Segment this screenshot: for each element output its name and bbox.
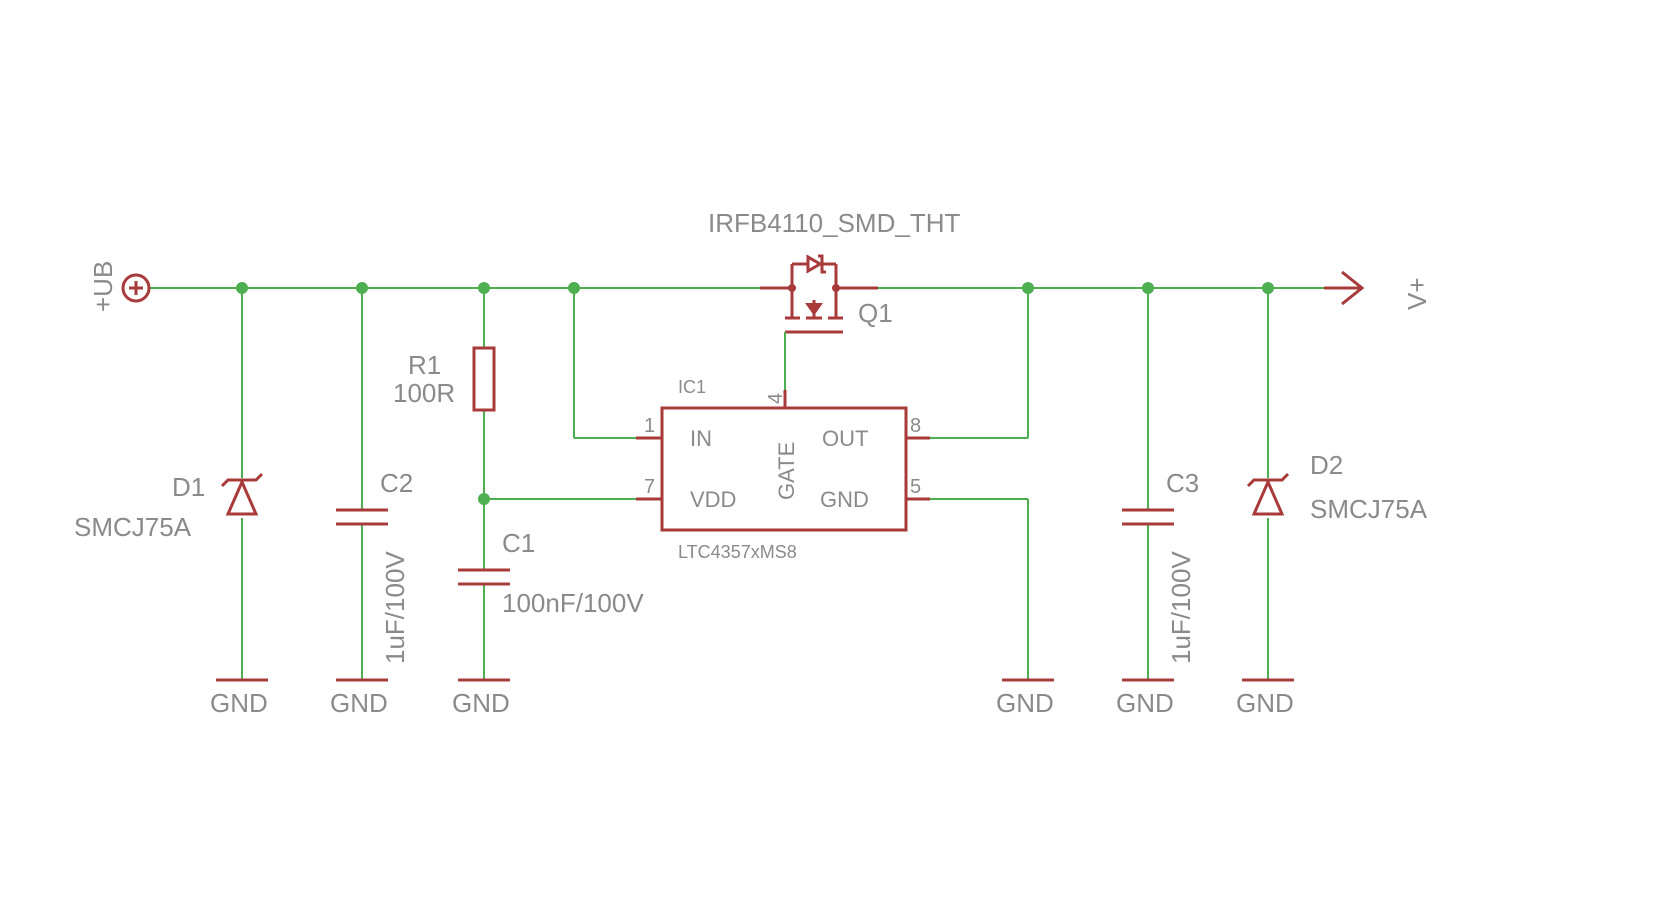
junction-r1 xyxy=(478,282,490,294)
ic1-pin-in-name: IN xyxy=(690,426,712,451)
junction-d2 xyxy=(1262,282,1274,294)
c2-value: 1uF/100V xyxy=(380,551,410,664)
resistor-r1: R1 100R xyxy=(393,346,496,412)
gnd-d1: GND xyxy=(210,678,268,718)
d2-value: SMCJ75A xyxy=(1310,494,1428,524)
junction-c2 xyxy=(356,282,368,294)
junction-out xyxy=(1022,282,1034,294)
ic1-pin-in-num: 1 xyxy=(644,415,655,437)
supply-input-label: +UB xyxy=(88,261,118,312)
supply-input: +UB xyxy=(88,261,151,312)
diode-d1: D1 SMCJ75A xyxy=(74,472,264,542)
c3-value: 1uF/100V xyxy=(1166,551,1196,664)
gnd-c3-label: GND xyxy=(1116,688,1174,718)
supply-output: V+ xyxy=(1324,270,1432,310)
mosfet-q1: IRFB4110_SMD_THT Q1 xyxy=(708,208,960,338)
ic1-pin-out-num: 8 xyxy=(910,415,921,437)
capacitor-c2: C2 1uF/100V xyxy=(336,468,413,664)
capacitor-c1: C1 100nF/100V xyxy=(458,528,644,618)
gnd-c1-label: GND xyxy=(452,688,510,718)
gnd-c2: GND xyxy=(330,678,388,718)
ic1-value: LTC4357xMS8 xyxy=(678,542,797,562)
ic1-pin-out-name: OUT xyxy=(822,426,868,451)
junction-d1 xyxy=(236,282,248,294)
ground-symbols: GND GND GND GND GND GND xyxy=(210,678,1294,718)
c3-ref: C3 xyxy=(1166,468,1199,498)
gnd-ic1-label: GND xyxy=(996,688,1054,718)
ic1-ref: IC1 xyxy=(678,377,706,397)
gnd-d1-label: GND xyxy=(210,688,268,718)
q1-ref: Q1 xyxy=(858,298,893,328)
wires xyxy=(148,287,1362,680)
ic1-pin-vdd-num: 7 xyxy=(644,476,655,498)
ic1-pin-gate-num: 4 xyxy=(765,393,787,404)
d2-ref: D2 xyxy=(1310,450,1343,480)
gnd-c3: GND xyxy=(1116,678,1174,718)
ic1-pin-vdd-name: VDD xyxy=(690,487,736,512)
gnd-c2-label: GND xyxy=(330,688,388,718)
ic-ic1: IC1 LTC4357xMS8 1 7 4 8 5 IN VDD GATE OU… xyxy=(636,377,930,562)
supply-plus-icon xyxy=(121,273,151,303)
r1-ref: R1 xyxy=(408,350,441,380)
q1-value: IRFB4110_SMD_THT xyxy=(708,208,960,238)
d1-value: SMCJ75A xyxy=(74,512,192,542)
gnd-d2: GND xyxy=(1236,678,1294,718)
supply-output-label: V+ xyxy=(1402,277,1432,310)
c1-ref: C1 xyxy=(502,528,535,558)
d1-diode-icon xyxy=(225,478,259,516)
junctions xyxy=(236,282,1274,505)
gnd-ic1: GND xyxy=(996,678,1054,718)
diode-d2: D2 SMCJ75A xyxy=(1246,450,1428,524)
d2-diode-icon xyxy=(1251,478,1285,516)
junction-c3 xyxy=(1142,282,1154,294)
ic1-pin-gnd-num: 5 xyxy=(910,476,921,498)
c1-value: 100nF/100V xyxy=(502,588,644,618)
c2-ref: C2 xyxy=(380,468,413,498)
r1-body xyxy=(472,346,496,412)
capacitor-c3: C3 1uF/100V xyxy=(1122,468,1199,664)
ic1-pin-gate-name: GATE xyxy=(774,442,799,500)
junction-in xyxy=(568,282,580,294)
gnd-c1: GND xyxy=(452,678,510,718)
junction-vdd xyxy=(478,493,490,505)
gnd-d2-label: GND xyxy=(1236,688,1294,718)
r1-value: 100R xyxy=(393,378,455,408)
d1-ref: D1 xyxy=(172,472,205,502)
q1-diode-icon xyxy=(806,254,823,274)
ic1-pin-gnd-name: GND xyxy=(820,487,869,512)
